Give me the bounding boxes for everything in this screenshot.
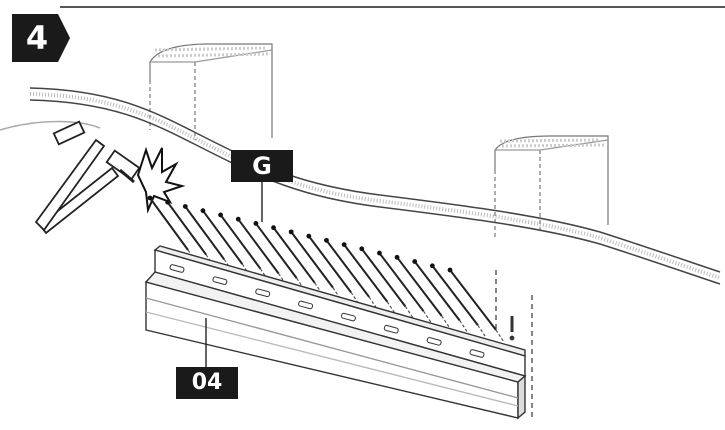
rail-slots (169, 264, 485, 358)
nail (341, 242, 396, 315)
rail-slot (340, 312, 356, 322)
callout-nails: G (231, 150, 293, 182)
nail (412, 259, 469, 333)
hammer-icon (34, 120, 141, 235)
rail-slot (426, 337, 442, 346)
rail-slot (255, 288, 271, 298)
post-left (149, 43, 273, 140)
nail (359, 246, 414, 319)
rail-slot (469, 349, 485, 358)
nail (288, 229, 342, 300)
post-right (494, 135, 609, 240)
nail (394, 254, 451, 329)
rail-slot (212, 276, 228, 285)
end-marker (495, 270, 533, 420)
nail (377, 250, 433, 324)
step-badge: 4 (12, 14, 70, 62)
rail-slot (298, 300, 314, 310)
nail (447, 267, 505, 343)
step-number: 4 (25, 19, 49, 57)
rail-slot (383, 324, 399, 334)
rail-profile (144, 245, 527, 420)
ground-band (29, 87, 721, 285)
nail-row (147, 195, 505, 343)
motion-arc (0, 120, 101, 131)
rail-slot (169, 264, 185, 273)
nail (429, 263, 487, 338)
callout-rail: 04 (176, 367, 238, 399)
impact-burst-icon (136, 146, 186, 214)
